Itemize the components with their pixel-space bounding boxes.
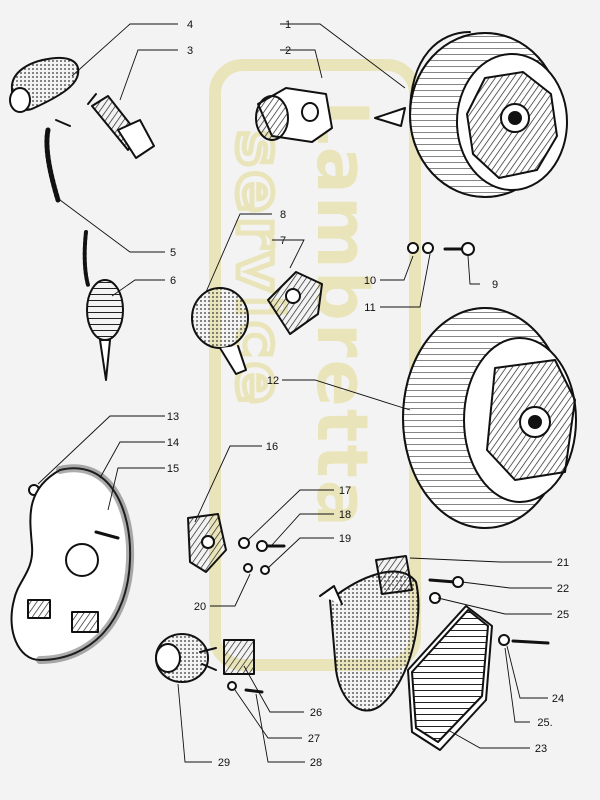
callout-2: 2 — [285, 45, 291, 57]
callout-7: 7 — [280, 235, 286, 247]
callout-6: 6 — [170, 275, 176, 287]
stator-plate — [10, 464, 135, 664]
ht-lead — [44, 119, 90, 287]
callout-3: 3 — [187, 45, 193, 57]
callout-8: 8 — [280, 209, 286, 221]
callout-19: 19 — [339, 533, 351, 545]
callout-16: 16 — [266, 441, 278, 453]
callout-13: 13 — [167, 411, 179, 423]
pulse-coil — [155, 633, 217, 683]
callout-22: 22 — [557, 583, 569, 595]
screw-washers-upper — [407, 242, 475, 256]
callout-26: 26 — [310, 707, 322, 719]
flywheel-bottom — [402, 307, 577, 529]
contact-breaker — [267, 271, 323, 335]
callout-20: 20 — [194, 601, 206, 613]
callout-4: 4 — [187, 19, 193, 31]
ignition-coil-finned — [407, 605, 550, 751]
callout-27: 27 — [308, 733, 320, 745]
washer-screw-lower — [227, 681, 264, 694]
condenser — [187, 513, 227, 573]
callout-23: 23 — [535, 743, 547, 755]
suppressor — [86, 279, 124, 381]
callout-28: 28 — [310, 757, 322, 769]
callout-1: 1 — [285, 19, 291, 31]
plug-cap — [9, 56, 80, 113]
callout-labels: 4 3 1 2 8 7 5 6 10 11 9 12 13 14 15 16 1… — [167, 19, 569, 769]
callout-24: 24 — [552, 693, 564, 705]
callouts — [37, 23, 552, 763]
callout-15: 15 — [167, 463, 179, 475]
fasteners-middle — [238, 537, 286, 575]
spark-plug — [87, 93, 155, 159]
rotor-cover — [191, 287, 249, 375]
callout-11: 11 — [364, 302, 375, 314]
callout-25: 25 — [557, 609, 569, 621]
lighting-coil — [223, 639, 255, 675]
callout-9: 9 — [492, 279, 498, 291]
callout-14: 14 — [167, 437, 179, 449]
callout-29: 29 — [218, 757, 230, 769]
callout-17: 17 — [339, 485, 351, 497]
callout-21: 21 — [557, 557, 569, 569]
callout-18: 18 — [339, 509, 351, 521]
callout-12: 12 — [267, 375, 279, 387]
callout-25-dot: 25. — [537, 717, 552, 729]
ignition-coil-left — [319, 555, 464, 712]
flywheel-top — [374, 31, 568, 198]
cam-pulley — [255, 87, 333, 143]
callout-5: 5 — [170, 247, 176, 259]
callout-10: 10 — [364, 275, 376, 287]
